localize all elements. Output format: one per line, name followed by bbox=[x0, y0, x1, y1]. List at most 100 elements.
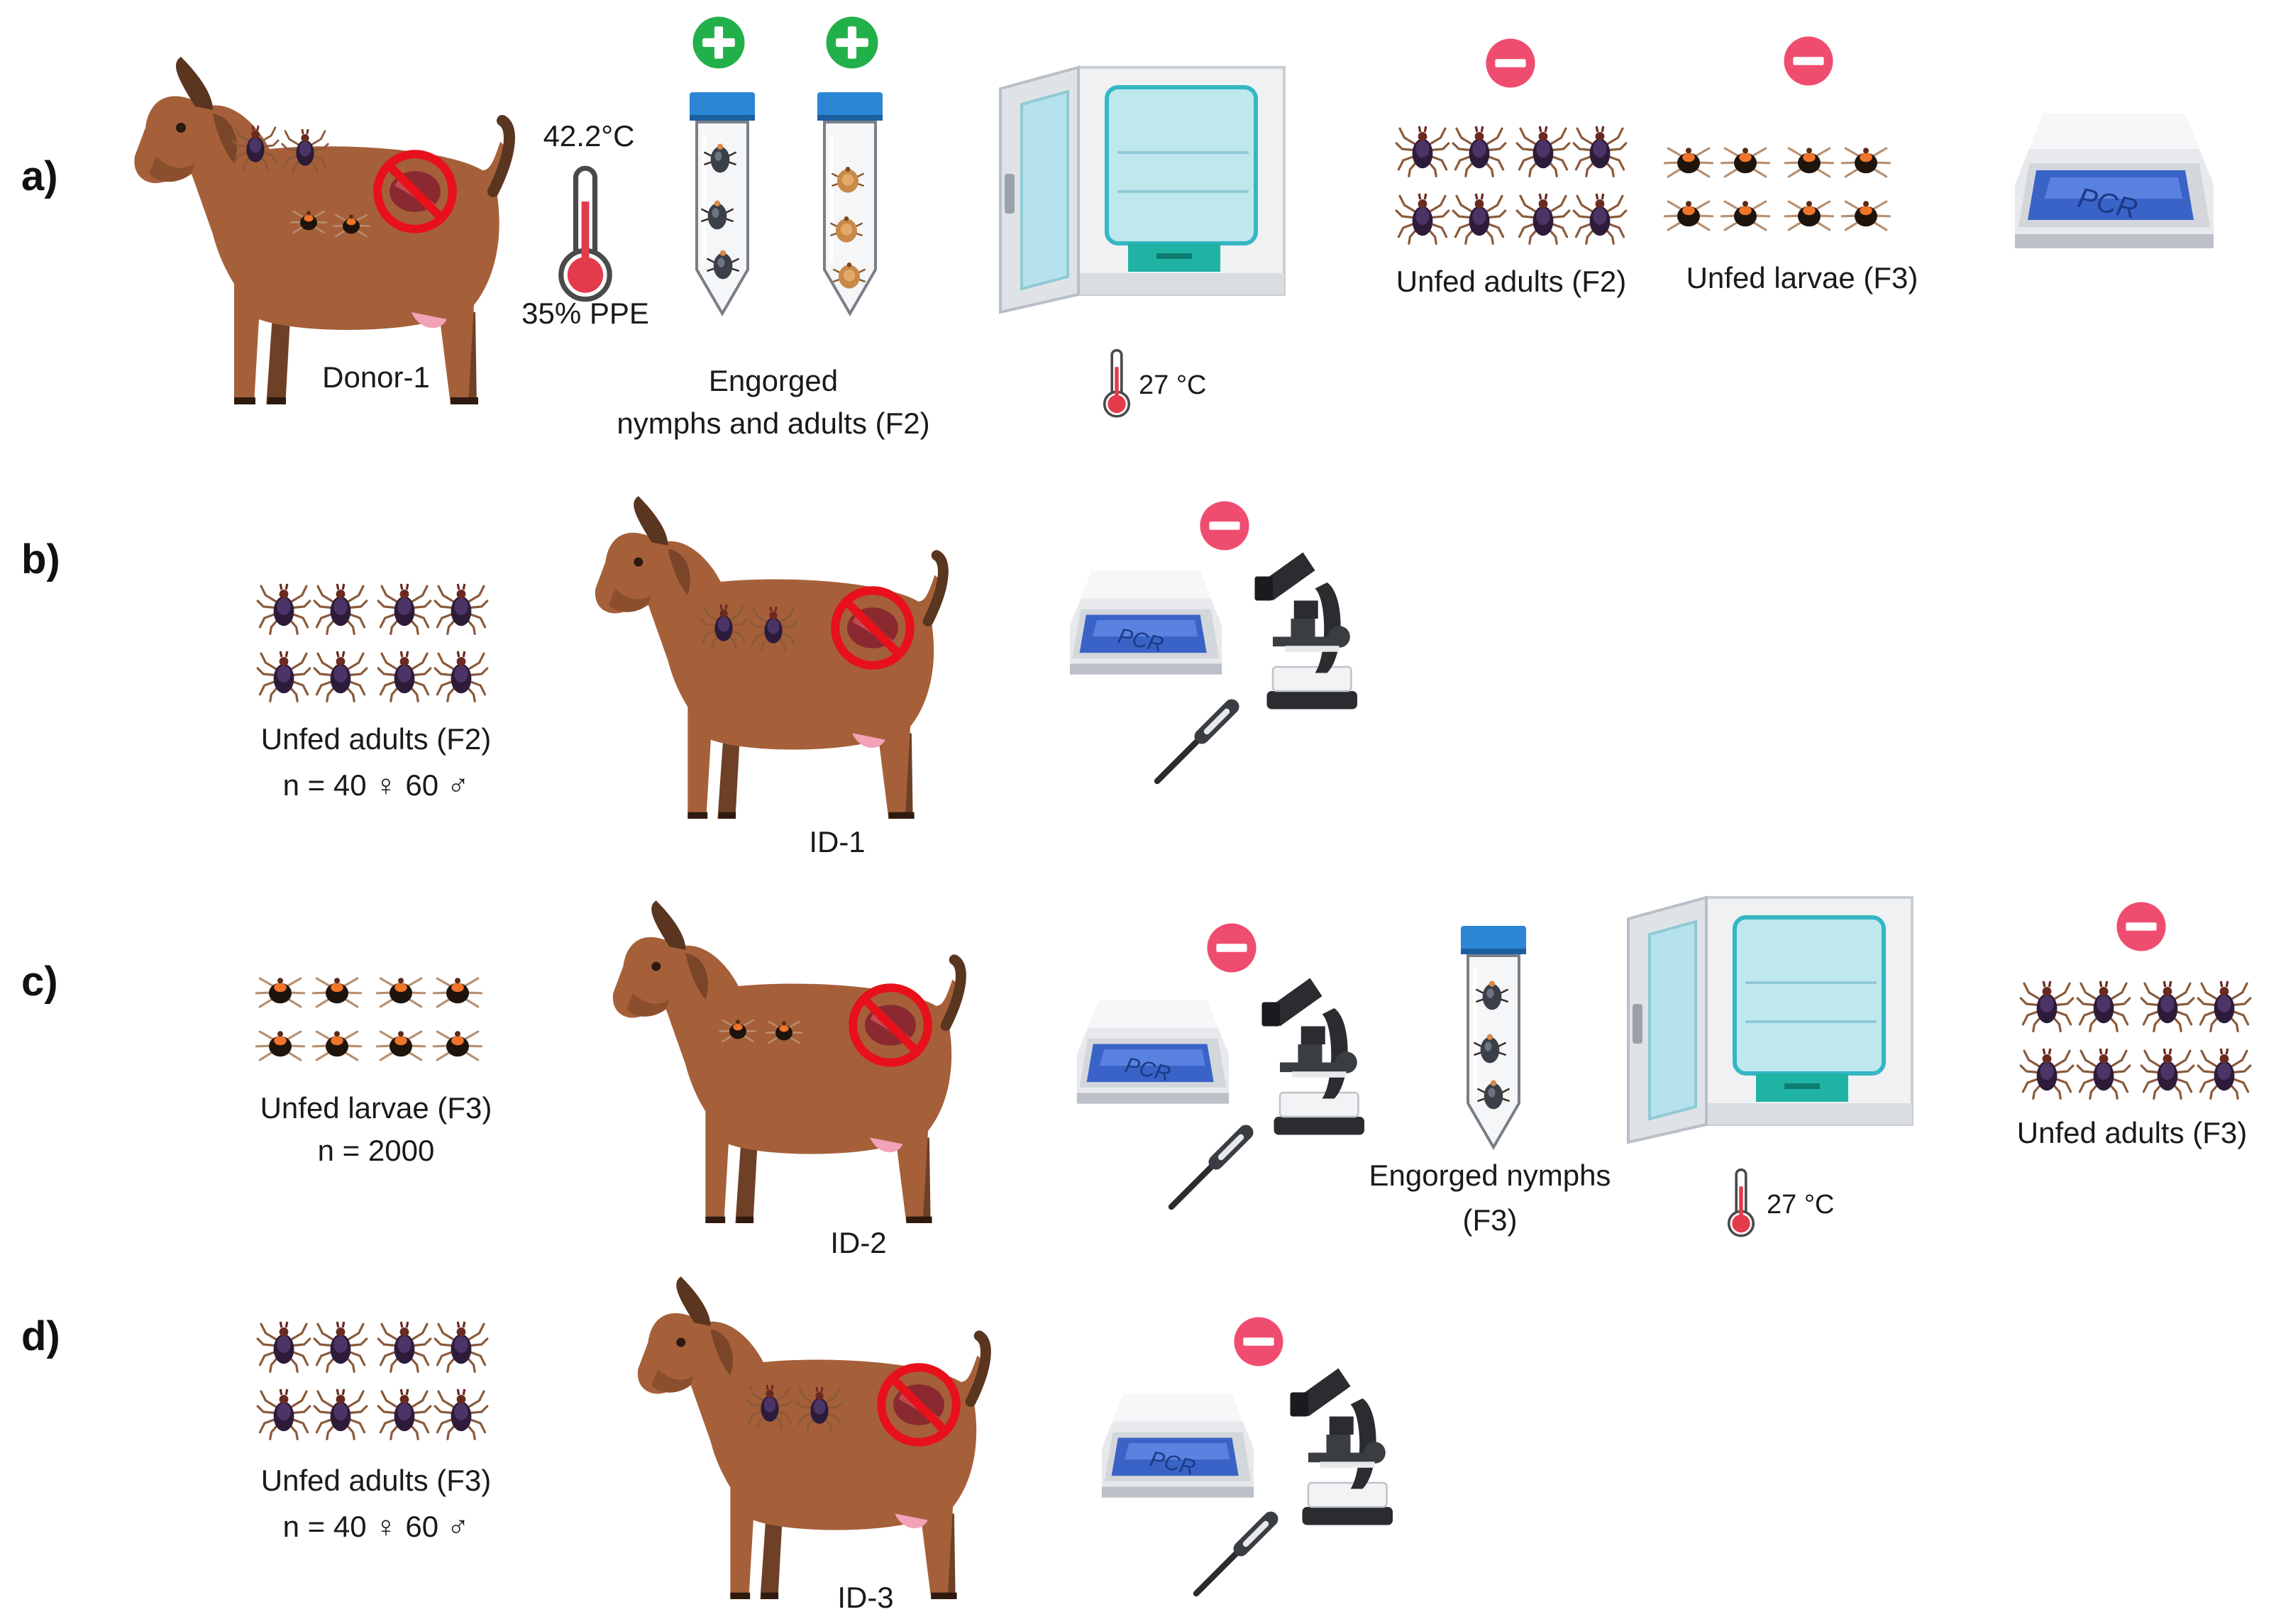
pcr-machine-icon bbox=[1101, 1394, 1254, 1498]
ticks-count-b: n = 40 ♀ 60 ♂ bbox=[282, 768, 470, 802]
tick-icon bbox=[377, 582, 432, 635]
engorged-adult-icon bbox=[701, 199, 734, 231]
tick-icon bbox=[1572, 192, 1628, 245]
tick-icon bbox=[2140, 980, 2195, 1032]
incubator-temp-label-c: 27 °C bbox=[1767, 1190, 1835, 1220]
larva-icon bbox=[1784, 199, 1835, 231]
tick-icon bbox=[433, 582, 489, 635]
larva-icon bbox=[1720, 199, 1771, 231]
larva-icon bbox=[1663, 146, 1714, 178]
tubes-caption-line2: nymphs and adults (F2) bbox=[617, 407, 930, 440]
larva-icon bbox=[375, 1029, 426, 1061]
tick-icon bbox=[256, 1320, 311, 1373]
goat-label-id1: ID-1 bbox=[809, 825, 866, 858]
ppe-label: 35% PPE bbox=[521, 297, 649, 330]
larva-icon bbox=[289, 210, 328, 234]
engorged-nymph-icon bbox=[832, 165, 864, 194]
larva-icon bbox=[765, 1020, 803, 1044]
tick-icon bbox=[313, 582, 368, 635]
tick-icon bbox=[256, 1388, 311, 1440]
engorged-nymph-icon bbox=[833, 261, 866, 289]
larvae-cluster-f3 bbox=[1660, 131, 1909, 245]
minus-circle-icon bbox=[1486, 38, 1535, 88]
tick-icon bbox=[313, 1320, 368, 1373]
adults-cluster-f3-inoculum bbox=[255, 1316, 497, 1451]
microscope-icon bbox=[1261, 977, 1366, 1136]
panel-label-c: c) bbox=[21, 959, 58, 1005]
engorged-nymph-icon bbox=[830, 215, 863, 243]
adults-cluster-f3 bbox=[2018, 976, 2260, 1110]
donor-label: Donor-1 bbox=[322, 360, 430, 394]
tick-icon bbox=[749, 605, 797, 651]
prohibited-sign-icon bbox=[876, 1362, 961, 1447]
tick-icon bbox=[2197, 1047, 2252, 1100]
larva-icon bbox=[1840, 146, 1891, 178]
engorged-adult-icon bbox=[707, 249, 739, 280]
pcr-machine-icon bbox=[2015, 114, 2214, 248]
pcr-machine-icon bbox=[1069, 571, 1222, 675]
larva-icon bbox=[432, 1029, 483, 1061]
tick-icon bbox=[256, 582, 311, 635]
adults-caption-f3: Unfed adults (F3) bbox=[2016, 1116, 2248, 1149]
microscope-icon bbox=[1289, 1367, 1394, 1526]
tick-icon bbox=[313, 1388, 368, 1440]
tick-icon bbox=[2140, 1047, 2195, 1100]
minus-circle-icon bbox=[1784, 36, 1833, 86]
plus-circle-icon bbox=[692, 16, 745, 69]
digital-thermometer-icon bbox=[1181, 1504, 1281, 1603]
tick-icon bbox=[1395, 125, 1450, 177]
larvae-cluster-f3-inoculum bbox=[252, 961, 500, 1075]
adults-cluster-f2 bbox=[1394, 121, 1635, 255]
adults-caption-f2: Unfed adults (F2) bbox=[1396, 265, 1627, 298]
tick-icon bbox=[256, 650, 311, 702]
tick-icon bbox=[433, 1320, 489, 1373]
tick-icon bbox=[377, 650, 432, 702]
engorged-nymph-icon bbox=[1476, 980, 1508, 1011]
tick-icon bbox=[377, 1320, 432, 1373]
tick-icon bbox=[433, 1388, 489, 1440]
tick-icon bbox=[795, 1386, 844, 1432]
tick-icon bbox=[1452, 192, 1507, 245]
larva-icon bbox=[375, 976, 426, 1008]
panel-label-b: b) bbox=[21, 536, 60, 582]
engorged-adult-icon bbox=[704, 143, 736, 174]
larva-icon bbox=[432, 976, 483, 1008]
minus-circle-icon bbox=[1234, 1317, 1283, 1366]
larva-icon bbox=[311, 1029, 363, 1061]
panel-label-a: a) bbox=[21, 153, 58, 199]
larva-icon bbox=[311, 976, 363, 1008]
tick-icon bbox=[281, 128, 329, 174]
engorged-nymph-icon bbox=[1474, 1033, 1506, 1064]
pcr-machine-icon bbox=[1076, 1000, 1230, 1104]
thermometer-icon bbox=[1103, 348, 1131, 418]
larva-icon bbox=[255, 1029, 306, 1061]
incubator-temp-label: 27 °C bbox=[1139, 370, 1207, 400]
tube-caption-c-line1: Engorged nymphs bbox=[1369, 1159, 1611, 1192]
minus-circle-icon bbox=[2116, 902, 2166, 951]
tube-caption-c-line2: (F3) bbox=[1462, 1203, 1518, 1237]
larva-icon bbox=[719, 1019, 757, 1043]
thermometer-icon bbox=[1727, 1168, 1755, 1237]
larva-icon bbox=[332, 214, 370, 238]
ticks-count-c: n = 2000 bbox=[317, 1134, 435, 1167]
larva-icon bbox=[1784, 146, 1835, 178]
tick-icon bbox=[377, 1388, 432, 1440]
tick-icon bbox=[2197, 980, 2252, 1032]
adults-cluster-f2-inoculum bbox=[255, 578, 497, 713]
plus-circle-icon bbox=[826, 16, 878, 69]
microscope-icon bbox=[1254, 551, 1359, 710]
tick-icon bbox=[1452, 125, 1507, 177]
tick-icon bbox=[2076, 980, 2131, 1032]
tick-icon bbox=[2019, 1047, 2075, 1100]
tick-icon bbox=[1572, 125, 1628, 177]
goat-label-id3: ID-3 bbox=[837, 1581, 894, 1614]
engorged-nymph-icon bbox=[1477, 1079, 1510, 1110]
temperature-label: 42.2°C bbox=[543, 119, 635, 153]
tick-icon bbox=[1395, 192, 1450, 245]
tick-icon bbox=[1515, 125, 1571, 177]
ticks-count-d: n = 40 ♀ 60 ♂ bbox=[282, 1510, 470, 1543]
incubator-icon bbox=[993, 60, 1291, 316]
larva-icon bbox=[255, 976, 306, 1008]
goat-label-id2: ID-2 bbox=[830, 1226, 887, 1259]
